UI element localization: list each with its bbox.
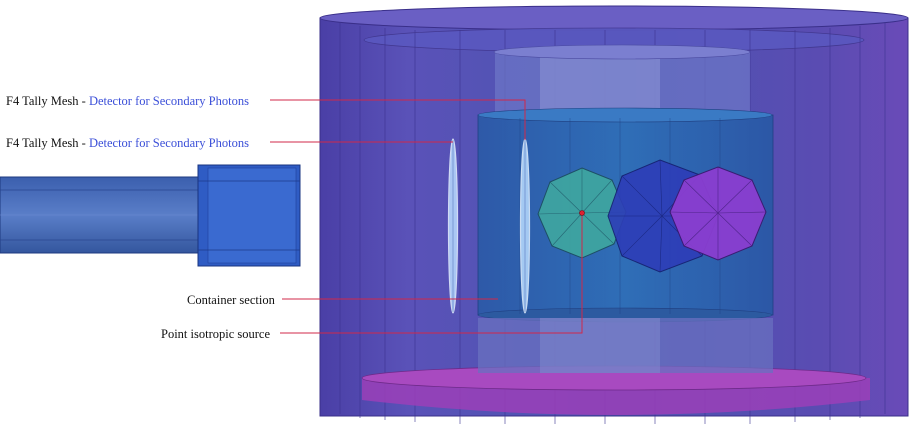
label-tally-mesh-1-prefix: F4 Tally Mesh - (6, 94, 89, 108)
leader-line-tally-1 (270, 99, 526, 140)
label-tally-mesh-2: F4 Tally Mesh - Detector for Secondary P… (6, 136, 249, 150)
upper-shield (493, 44, 751, 120)
label-tally-mesh-1: F4 Tally Mesh - Detector for Secondary P… (6, 94, 249, 108)
sphere-purple (669, 166, 767, 261)
lower-shield (478, 318, 773, 373)
label-point-source-text: Point isotropic source (161, 327, 271, 341)
tally-mesh-detector-2 (519, 138, 531, 314)
label-container-section-text: Container section (187, 293, 275, 307)
label-container-section: Container section (187, 293, 275, 307)
point-source-marker (579, 210, 585, 216)
leader-line-source (280, 216, 583, 334)
collimator (0, 164, 301, 267)
tally-mesh-detector-1 (447, 138, 459, 314)
label-point-source: Point isotropic source (161, 327, 270, 341)
label-tally-mesh-2-prefix: F4 Tally Mesh - (6, 136, 89, 150)
label-tally-mesh-2-highlight: Detector for Secondary Photons (88, 136, 249, 150)
label-tally-mesh-1-highlight: Detector for Secondary Photons (88, 94, 249, 108)
